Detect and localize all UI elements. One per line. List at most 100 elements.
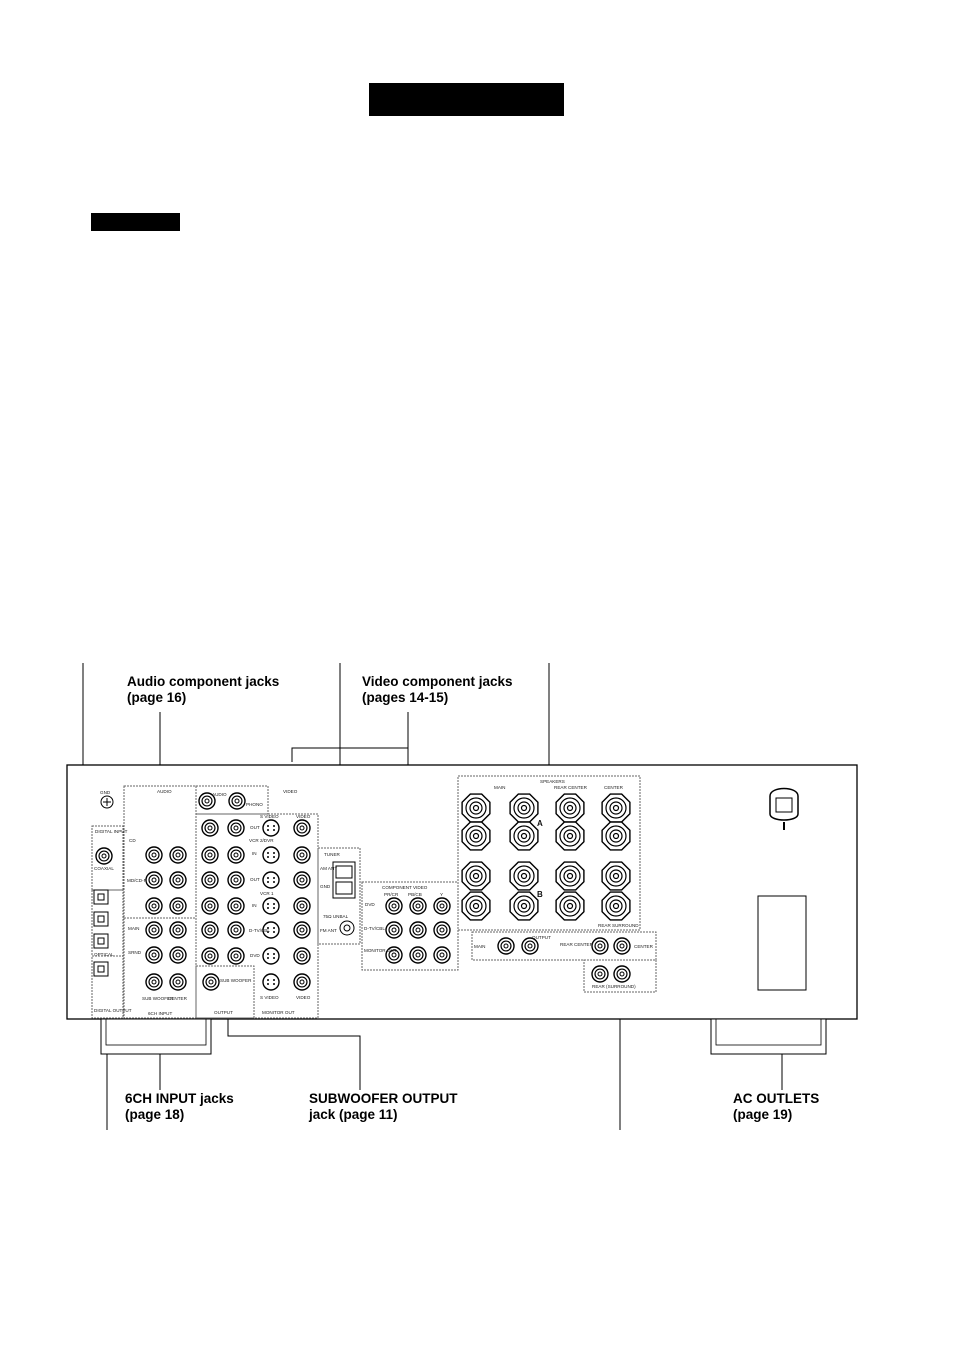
label-pre-main: MAIN	[474, 944, 485, 949]
label-in-1: IN	[252, 851, 257, 856]
component-jack-pr	[385, 921, 403, 939]
s-video-jack	[262, 846, 280, 864]
sixch-jack	[169, 921, 187, 939]
frame-subwoofer-output	[195, 965, 255, 1019]
label-pre-rear: REAR (SURROUND)	[592, 984, 636, 989]
label-sp-rear-surround: REAR SURROUND	[598, 923, 639, 928]
s-video-jack	[262, 947, 280, 965]
ac-outlets-box	[757, 895, 807, 991]
speaker-terminal	[601, 891, 631, 921]
audio-jack-r	[145, 871, 163, 889]
callout-6ch-line2: (page 18)	[125, 1107, 185, 1122]
label-fm-ant: FM ANT	[320, 928, 337, 933]
sixch-jack	[145, 921, 163, 939]
video-audio-jack-l	[227, 921, 245, 939]
video-audio-jack-l	[227, 897, 245, 915]
s-video-jack	[262, 871, 280, 889]
composite-video-jack	[293, 921, 311, 939]
right-foot	[710, 1018, 827, 1055]
label-gnd: GND	[100, 790, 111, 795]
label-optical: OPTICAL	[94, 952, 114, 957]
label-monitor-out: MONITOR OUT	[262, 1010, 295, 1015]
label-center: CENTER	[168, 996, 188, 1001]
subsection-title-bar	[91, 213, 180, 231]
audio-jack-l	[169, 846, 187, 864]
leader-subwoofer	[227, 1018, 361, 1090]
leader-video-bracket	[291, 747, 409, 762]
speaker-terminal	[601, 793, 631, 823]
label-cd: CD	[129, 838, 136, 843]
optical-output-jack	[93, 961, 109, 977]
label-comp-dtv: D-TV/CBL	[364, 926, 385, 931]
component-jack-pr	[385, 946, 403, 964]
speaker-terminal	[555, 861, 585, 891]
frame-speakers	[457, 775, 641, 931]
callout-video-line1: Video component jacks	[362, 674, 513, 689]
label-phono: PHONO	[246, 802, 263, 807]
sixch-subwoofer-jack	[145, 973, 163, 991]
left-foot	[100, 1018, 212, 1055]
speaker-terminal	[555, 793, 585, 823]
frame-digital-output	[91, 955, 124, 1019]
label-6ch-input: 6CH INPUT	[148, 1011, 172, 1016]
component-jack-y	[433, 921, 451, 939]
speaker-terminal	[461, 891, 491, 921]
pre-out-rear-center	[591, 937, 609, 955]
label-gnd-small: GND	[320, 884, 331, 889]
label-comp-monitor-out: MONITOR OUT	[364, 948, 397, 953]
label-speakers: SPEAKERS	[540, 779, 565, 784]
callout-subwoofer-output-jack: SUBWOOFER OUTPUT jack (page 11)	[309, 1091, 458, 1123]
video-audio-jack-r	[201, 819, 219, 837]
label-sp-center: CENTER	[604, 785, 624, 790]
fm-antenna-jack	[339, 920, 355, 936]
pre-out-rear-r	[591, 965, 609, 983]
label-digital-input: DIGITAL INPUT	[95, 829, 128, 834]
phono-jack-r	[198, 792, 216, 810]
composite-video-jack	[293, 897, 311, 915]
jack-group-frames	[91, 775, 657, 1019]
s-video-jack	[262, 819, 280, 837]
label-component-video: COMPONENT VIDEO	[382, 885, 428, 890]
pre-out-center	[613, 937, 631, 955]
label-vcr2: VCR 2/DVR	[249, 838, 274, 843]
label-main: MAIN	[128, 926, 139, 931]
power-cord	[769, 787, 799, 830]
label-vcr1: VCR 1	[260, 891, 274, 896]
label-audio-phono-group: AUDIO	[212, 792, 227, 797]
callout-audio-line1: Audio component jacks	[127, 674, 280, 689]
label-sp-rear-center: REAR CENTER	[554, 785, 588, 790]
optical-jack	[93, 933, 109, 949]
section-title-bar	[369, 83, 564, 116]
callout-6ch-input-jacks: 6CH INPUT jacks (page 18)	[125, 1091, 234, 1123]
label-out-1: OUT	[250, 825, 260, 830]
video-audio-jack-l	[227, 819, 245, 837]
audio-jack-r	[145, 897, 163, 915]
label-comp-dvd: DVD	[365, 902, 375, 907]
pre-out-main-l	[521, 937, 539, 955]
digital-jacks	[93, 889, 109, 977]
component-jack-pb	[409, 921, 427, 939]
label-sp-a: A	[537, 819, 543, 828]
speaker-terminal	[461, 861, 491, 891]
label-audio: AUDIO	[157, 789, 172, 794]
label-sp-main: MAIN	[494, 785, 505, 790]
callout-ac-outlets: AC OUTLETS (page 19)	[733, 1091, 819, 1123]
label-tuner: TUNER	[324, 852, 341, 857]
audio-jack-l	[169, 871, 187, 889]
callout-subwoofer-line2: jack (page 11)	[309, 1107, 398, 1122]
tuner-terminals	[332, 861, 356, 936]
sixch-center-jack	[169, 973, 187, 991]
frame-digital-input	[91, 825, 124, 891]
label-coaxial: COAXIAL	[94, 866, 114, 871]
gnd-terminal	[100, 795, 114, 809]
label-in-2: IN	[252, 903, 257, 908]
speaker-terminal	[555, 891, 585, 921]
video-audio-jack-r	[201, 846, 219, 864]
callout-ac-line1: AC OUTLETS	[733, 1091, 820, 1106]
label-pr-cr: PR/CR	[384, 892, 399, 897]
video-audio-jack-l	[227, 871, 245, 889]
label-sp-b: B	[537, 890, 543, 899]
audio-jack-l	[169, 897, 187, 915]
label-out-2: OUT	[250, 877, 260, 882]
label-video-monitor: VIDEO	[296, 995, 311, 1000]
